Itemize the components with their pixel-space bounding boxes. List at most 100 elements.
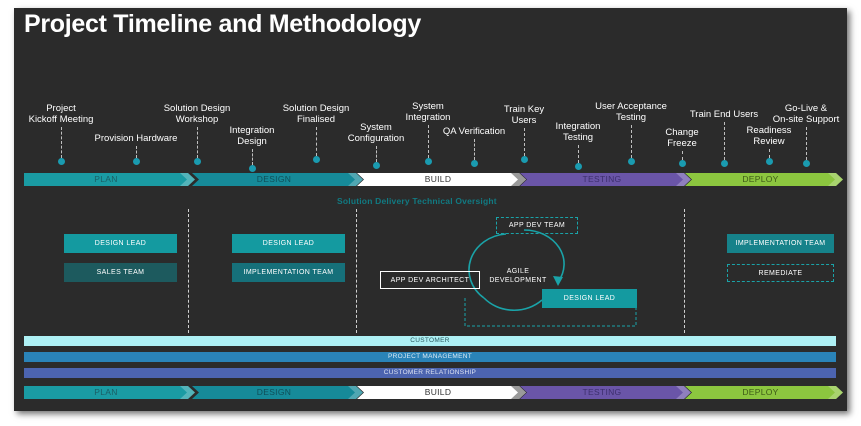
phase-chevron-accent (676, 173, 691, 186)
milestone-connector (724, 122, 725, 160)
milestone-connector (61, 127, 62, 158)
diagram-svg (24, 173, 843, 399)
phase-label-deploy: DEPLOY (742, 387, 779, 397)
milestone-dot (575, 163, 582, 170)
phase-label-build: BUILD (424, 387, 452, 397)
agile-development: AGILE DEVELOPMENT (489, 268, 547, 284)
build-design-lead: DESIGN LEAD (542, 289, 637, 308)
oversight-label: Solution Delivery Technical Oversight (337, 196, 497, 206)
phase-chevron-testing (520, 386, 691, 399)
lane-customer: CUSTOMER (24, 336, 836, 346)
milestone-connector (428, 125, 429, 158)
lane-customer-relationship: CUSTOMER RELATIONSHIP (24, 368, 836, 378)
bottom-phase-bar (24, 386, 843, 399)
deploy-implementation-team: IMPLEMENTATION TEAM (727, 234, 834, 253)
milestone-connector (136, 146, 137, 158)
phase-chevron-accent (348, 386, 363, 399)
phase-chevron-deploy (685, 386, 843, 399)
milestone-connector (806, 127, 807, 160)
milestone-dot (766, 158, 773, 165)
milestone-dot (133, 158, 140, 165)
phase-chevron-build (357, 386, 526, 399)
agile-cycle (468, 229, 565, 312)
phase-chevron-testing (520, 173, 691, 186)
deploy-remediate: REMEDIATE (727, 264, 834, 282)
milestone-connector (252, 149, 253, 165)
milestone-connector (524, 128, 525, 156)
milestone-connector (197, 127, 198, 158)
milestone-label: Solution Design Finalised (282, 103, 350, 125)
milestone-label: System Configuration (347, 122, 405, 144)
milestone-connector (682, 151, 683, 160)
phase-chevron-accent (676, 386, 691, 399)
phase-chevron-plan (24, 386, 195, 399)
phase-chevron-build (357, 173, 526, 186)
phase-label-plan: PLAN (94, 174, 118, 184)
cycle-arrowhead (553, 276, 563, 286)
milestone-dot (803, 160, 810, 167)
phase-chevron-accent (511, 173, 526, 186)
milestone-connector (769, 149, 770, 158)
phase-chevron-accent (828, 386, 843, 399)
phase-chevron-accent (828, 173, 843, 186)
milestone-dot (521, 156, 528, 163)
phase-label-plan: PLAN (94, 387, 118, 397)
milestone-label: Integration Testing (555, 121, 601, 143)
milestone-label: Train Key Users (503, 104, 545, 126)
phase-label-deploy: DEPLOY (742, 174, 779, 184)
milestone-dot (425, 158, 432, 165)
top-phase-bar (24, 173, 843, 186)
lane-project-management: PROJECT MANAGEMENT (24, 352, 836, 362)
milestone-dot (679, 160, 686, 167)
milestone-label: Provision Hardware (94, 133, 178, 144)
milestone-label: Train End Users (689, 109, 759, 120)
phase-label-testing: TESTING (582, 174, 622, 184)
phase-chevron-accent (348, 173, 363, 186)
milestone-label: Go-Live & On-site Support (772, 103, 840, 125)
milestone-label: Project Kickoff Meeting (28, 103, 94, 125)
milestone-dot (58, 158, 65, 165)
milestone-label: Solution Design Workshop (163, 103, 231, 125)
design-implementation-team: IMPLEMENTATION TEAM (232, 263, 345, 282)
phase-chevron-design (192, 173, 363, 186)
milestone-connector (474, 139, 475, 160)
milestone-label: QA Verification (442, 126, 506, 137)
plan-sales-team: SALES TEAM (64, 263, 177, 282)
milestone-dot (471, 160, 478, 167)
phase-chevron-accent (180, 173, 195, 186)
phase-chevron-deploy (685, 173, 843, 186)
phase-chevron-design (192, 386, 363, 399)
milestone-label: System Integration (405, 101, 451, 123)
milestone-dot (721, 160, 728, 167)
phase-chevron-accent (511, 386, 526, 399)
milestone-dot (194, 158, 201, 165)
phase-chevron-accent (180, 386, 195, 399)
phase-label-design: DESIGN (256, 174, 292, 184)
plan-design-lead: DESIGN LEAD (64, 234, 177, 253)
app-dev-team: APP DEV TEAM (496, 217, 578, 234)
design-design-lead: DESIGN LEAD (232, 234, 345, 253)
milestone-connector (631, 125, 632, 158)
page-title: Project Timeline and Methodology (24, 10, 421, 38)
phase-label-testing: TESTING (582, 387, 622, 397)
cycle-arc-right (523, 229, 565, 283)
cycle-arc-bottom (483, 297, 543, 312)
phase-chevron-plan (24, 173, 195, 186)
phase-label-design: DESIGN (256, 387, 292, 397)
cycle-arc-left (468, 233, 507, 299)
milestone-label: Integration Design (229, 125, 275, 147)
milestone-label: Change Freeze (665, 127, 699, 149)
milestone-dot (373, 162, 380, 169)
divider-design-build (356, 209, 357, 333)
milestone-connector (376, 146, 377, 162)
milestone-dot (628, 158, 635, 165)
milestone-connector (578, 145, 579, 163)
divider-testing-deploy (684, 209, 685, 333)
build-dashed-outline (464, 298, 637, 327)
slide: Project Timeline and Methodology Project… (14, 8, 847, 411)
phase-label-build: BUILD (424, 174, 452, 184)
milestone-label: Readiness Review (746, 125, 792, 147)
milestone-connector (316, 127, 317, 156)
milestone-label: User Acceptance Testing (595, 101, 667, 123)
app-dev-architect: APP DEV ARCHITECT (380, 271, 480, 289)
